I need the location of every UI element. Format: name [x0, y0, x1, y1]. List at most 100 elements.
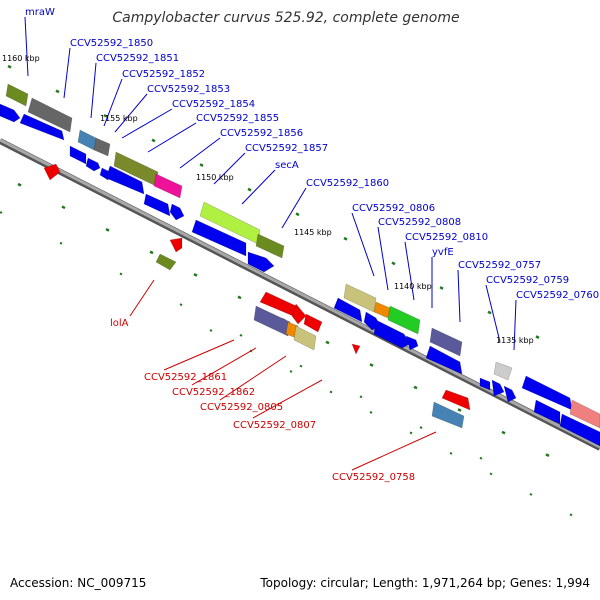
label-callout-line: [485, 284, 501, 343]
label-callouts: mraW CCV52592_1850CCV52592_1851CCV52592_1…: [24, 7, 599, 483]
gene-label: mraW: [25, 7, 55, 18]
tick-mark: [59, 241, 63, 245]
label-callout-line: [241, 169, 276, 205]
genome-summary-text: Topology: circular; Length: 1,971,264 bp…: [259, 576, 590, 590]
gene-label: CCV52592_1850: [70, 38, 153, 49]
gene-label: CCV52592_0757: [458, 260, 541, 271]
label-callout-line: [163, 339, 235, 371]
gene-label: CCV52592_0808: [378, 217, 461, 228]
tick-mark: [413, 385, 418, 390]
gene-label: CCV52592_1852: [122, 69, 205, 80]
tick-mark: [457, 408, 462, 412]
tick-mark: [545, 453, 550, 457]
cds-forward: [559, 413, 600, 447]
cds-forward: [425, 345, 463, 375]
label-callout-line: [121, 108, 173, 139]
tick-mark: [295, 212, 300, 217]
tick-mark: [105, 227, 110, 232]
tick-mark: [7, 64, 12, 69]
tick-mark: [119, 272, 123, 276]
ruler-label: 1160 kbp: [2, 54, 40, 63]
tick-mark: [529, 492, 533, 496]
ruler-label: 1150 kbp: [196, 173, 234, 182]
tick-mark: [61, 205, 66, 210]
tick-mark: [151, 138, 156, 143]
cds-forward: [491, 379, 505, 397]
label-callout-line: [281, 187, 307, 229]
cds-forward: [191, 219, 247, 257]
accession-text: Accession: NC_009715: [10, 576, 146, 590]
tick-mark: [329, 390, 333, 394]
label-callout-line: [63, 47, 71, 99]
label-callout-line: [351, 212, 375, 277]
tick-mark: [199, 163, 204, 167]
cds-forward: [0, 103, 21, 123]
gene-label: CCV52592_0806: [352, 203, 435, 214]
tick-mark: [449, 451, 453, 455]
gene-label: secA: [275, 160, 299, 171]
label-callout-line: [147, 122, 197, 153]
tick-mark: [487, 310, 492, 315]
tick-mark: [569, 513, 573, 517]
gene-box: [27, 97, 73, 133]
gene-label: CCV52592_0760: [516, 290, 599, 301]
gene-box: [153, 173, 183, 199]
tick-mark: [343, 236, 348, 241]
gene-label: CCV52592_1851: [96, 53, 179, 64]
gene-label: CCV52592_1860: [306, 178, 389, 189]
ruler-label: 1135 kbp: [496, 336, 534, 345]
gene-label: CCV52592_1853: [147, 84, 230, 95]
cds-reverse: [441, 389, 471, 411]
label-callout-line: [513, 299, 517, 351]
tick-mark: [17, 182, 22, 187]
gene-label: CCV52592_0810: [405, 232, 488, 243]
label-callout-line: [219, 355, 287, 401]
tick-mark: [179, 303, 183, 307]
label-callout-line: [252, 379, 323, 419]
label-callout-line: [457, 269, 461, 323]
cds-forward: [69, 145, 87, 165]
tick-mark: [419, 426, 423, 429]
ruler-label: 1145 kbp: [294, 228, 332, 237]
gene-box: [293, 325, 317, 351]
label-callout-line: [191, 347, 257, 386]
genome-backbone-highlight: [0, 138, 600, 449]
tick-mark: [325, 340, 330, 345]
tick-mark: [479, 456, 483, 460]
gene-label: CCV52592_0758: [332, 472, 415, 483]
cds-forward: [533, 399, 561, 425]
label-callout-line: [24, 16, 29, 77]
cds-forward: [143, 193, 171, 217]
label-callout-line: [404, 241, 415, 301]
cds-reverse: [169, 237, 183, 253]
gene-box: [493, 361, 513, 381]
label-callout-line: [377, 226, 389, 291]
gene-label: yvfE: [432, 247, 454, 258]
cds-reverse: [351, 343, 361, 355]
gene-box: [77, 129, 97, 151]
gene-box: [431, 401, 465, 429]
tick-mark: [247, 187, 252, 192]
gene-label: CCV52592_1857: [245, 143, 328, 154]
tick-mark: [369, 363, 374, 367]
label-callout-line: [213, 152, 246, 185]
tick-mark: [0, 211, 3, 214]
cds-forward: [333, 297, 363, 323]
tick-mark: [501, 430, 506, 435]
gene-box: [255, 233, 285, 259]
tick-mark: [55, 89, 60, 94]
label-callout-line: [179, 137, 221, 169]
tick-mark: [239, 333, 243, 337]
label-callout-line: [90, 62, 97, 119]
tick-mark: [535, 335, 540, 339]
cds-reverse: [291, 303, 307, 325]
cds-forward: [479, 377, 491, 391]
cds-forward: [405, 335, 419, 351]
gene-box: [387, 305, 421, 335]
tick-mark: [489, 472, 493, 476]
tick-mark: [103, 114, 108, 118]
gene-label: CCV52592_1854: [172, 99, 255, 110]
tick-mark: [359, 395, 363, 399]
